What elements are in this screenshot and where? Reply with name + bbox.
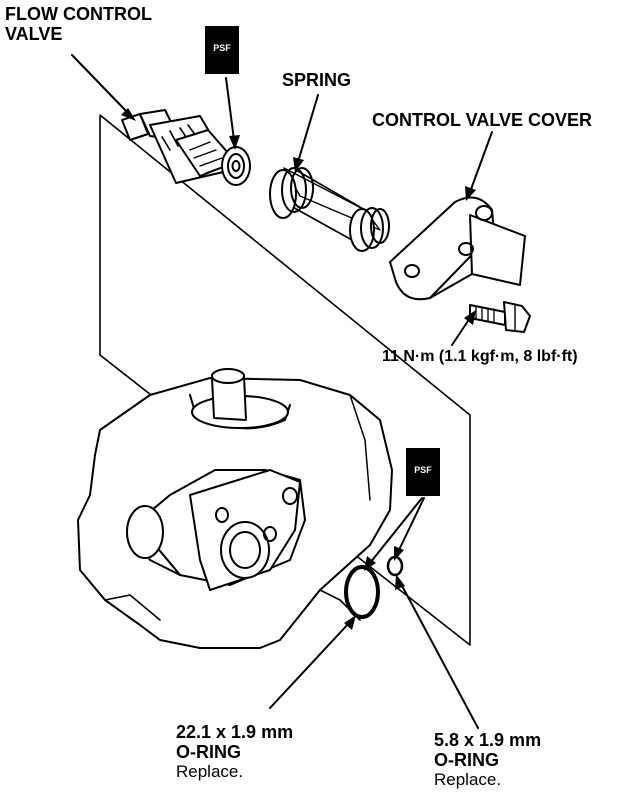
psf-fluid-badge-bottom: PSF	[406, 448, 440, 496]
pump-body-part	[77, 368, 393, 649]
cover-bolt-part	[469, 301, 531, 333]
assembly-plane	[99, 114, 471, 646]
control-valve-cover-part	[389, 196, 526, 301]
leader-lines	[71, 54, 493, 729]
torque-spec-label: 11 N·m (1.1 kgf·m, 8 lbf·ft)	[382, 348, 578, 365]
psf-badge-top-text: PSF	[213, 43, 231, 53]
large-o-ring-label: 22.1 x 1.9 mm O-RING Replace.	[176, 722, 294, 782]
flow-control-valve-part	[121, 109, 251, 186]
large-o-ring-part	[344, 565, 380, 619]
psf-badge-bottom-text: PSF	[414, 465, 432, 475]
spring-label: SPRING	[282, 70, 352, 90]
flow-control-valve-label: FLOW CONTROL VALVE	[5, 4, 152, 45]
small-o-ring-label: 5.8 x 1.9 mm O-RING Replace.	[434, 730, 542, 790]
control-valve-cover-label: CONTROL VALVE COVER	[372, 110, 593, 130]
psf-fluid-badge-top: PSF	[205, 26, 239, 74]
spring-part	[269, 167, 390, 252]
